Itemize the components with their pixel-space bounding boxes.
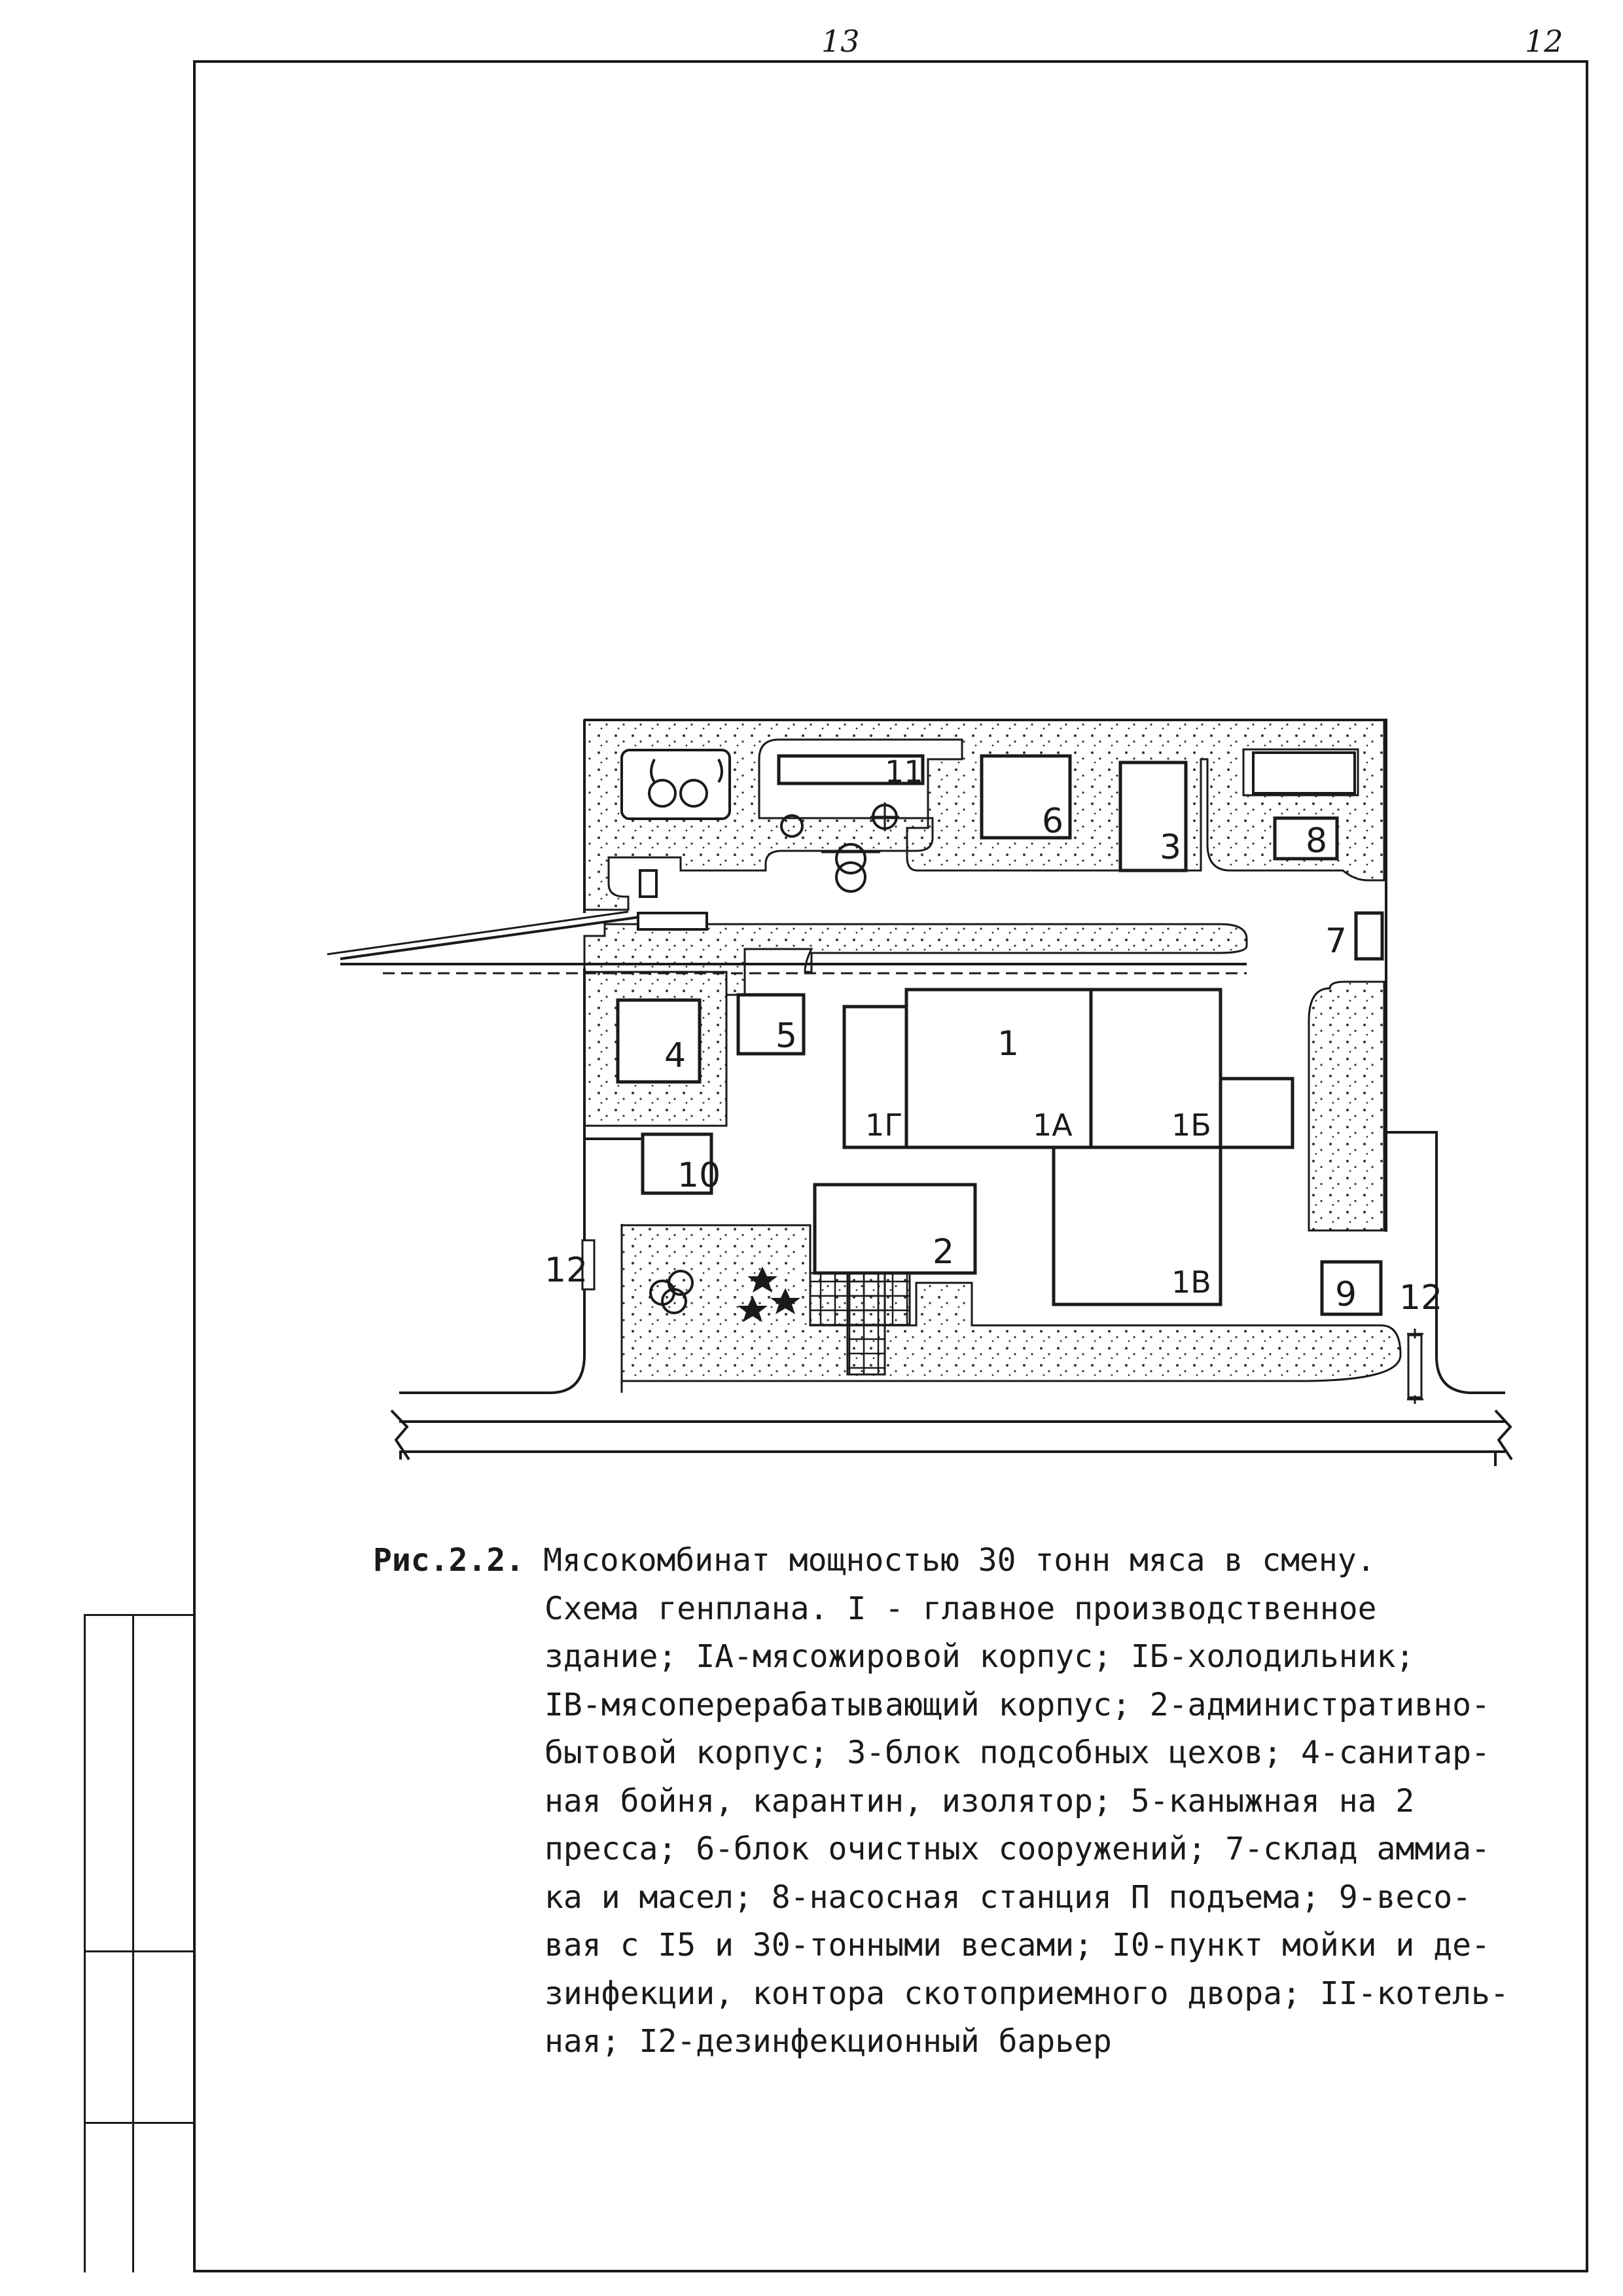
page-frame	[193, 60, 1588, 2272]
utility-structures	[620, 749, 1356, 1314]
caption-line: здание; IА-мясожировой корпус; IБ-холоди…	[544, 1638, 1415, 1675]
barrier-right	[1407, 1334, 1423, 1399]
caption-line: ная; I2-дезинфекционный барьер	[544, 2023, 1112, 2060]
label-11: 11	[885, 754, 923, 789]
building-5	[736, 993, 806, 1056]
stamp-col-line	[132, 1614, 134, 2272]
building-1g	[842, 1005, 908, 1149]
page-number-left: 13	[821, 24, 860, 59]
caption-line: ка и масел; 8-насосная станция П подъема…	[544, 1878, 1472, 1916]
caption-line: IВ-мясоперерабатывающий корпус; 2-админи…	[544, 1686, 1490, 1723]
label-6: 6	[1042, 802, 1063, 841]
caption-line: зинфекции, контора скотоприемного двора;…	[544, 1975, 1509, 2012]
caption-line: вая с I5 и 30-тонными весами; I0-пункт м…	[544, 1927, 1490, 1964]
building-4	[616, 998, 702, 1084]
figure-caption: Рис.2.2. Мясокомбинат мощностью 30 тонн …	[373, 1537, 1577, 2066]
caption-line: Схема генплана. I - главное производстве…	[544, 1590, 1377, 1627]
disinfection-barriers	[581, 1239, 1423, 1404]
building-10	[641, 1132, 713, 1195]
label-12-right: 12	[1399, 1278, 1442, 1318]
building-annex	[1219, 1077, 1294, 1149]
side-stamp-table	[84, 1614, 196, 2272]
building-6	[980, 754, 1072, 840]
main-road	[390, 1381, 1513, 1466]
caption-line: Мясокомбинат мощностью 30 тонн мяса в см…	[543, 1542, 1376, 1579]
label-1v: 1В	[1171, 1265, 1211, 1300]
label-7: 7	[1325, 922, 1347, 961]
building-8	[1273, 816, 1339, 861]
label-1: 1	[997, 1024, 1019, 1064]
building-1b	[1089, 988, 1222, 1149]
building-11	[777, 754, 925, 785]
label-1a: 1А	[1033, 1107, 1073, 1143]
label-8: 8	[1306, 821, 1327, 861]
label-1g: 1Г	[865, 1107, 902, 1143]
label-12-left: 12	[544, 1251, 588, 1290]
building-7	[1354, 911, 1384, 961]
page-number-right: 12	[1525, 24, 1563, 59]
stamp-row-line	[84, 1614, 196, 1616]
caption-line: бытовой корпус; 3-блок подсобных цехов; …	[544, 1734, 1490, 1771]
label-2: 2	[933, 1232, 954, 1272]
building-3	[1118, 761, 1188, 872]
stamp-col-line	[84, 1614, 86, 2272]
figure-number: Рис.2.2.	[373, 1542, 525, 1579]
label-5: 5	[776, 1016, 797, 1056]
building-9	[1320, 1260, 1383, 1316]
building-2	[813, 1183, 977, 1275]
label-1b: 1Б	[1171, 1107, 1211, 1143]
label-9: 9	[1335, 1275, 1357, 1314]
site-boundary	[399, 719, 1505, 1394]
label-10: 10	[677, 1156, 721, 1195]
buildings	[616, 754, 1384, 1316]
stamp-row-line	[84, 2122, 196, 2124]
barrier-left	[581, 1239, 596, 1291]
caption-line: пресса; 6-блок очистных сооружений; 7-ск…	[544, 1831, 1490, 1867]
label-3: 3	[1160, 828, 1181, 867]
plan-labels: 1 1А 1Б 1В 1Г 2 3 4 5 6 7 8 9 10 11 12 1…	[544, 754, 1442, 1318]
tree-icons	[738, 1266, 800, 1322]
building-1a	[904, 988, 1093, 1149]
building-1v	[1052, 1145, 1222, 1306]
stamp-row-line	[84, 1950, 196, 1952]
caption-line: ная бойня, карантин, изолятор; 5-каныжна…	[544, 1782, 1415, 1820]
label-4: 4	[664, 1036, 686, 1075]
